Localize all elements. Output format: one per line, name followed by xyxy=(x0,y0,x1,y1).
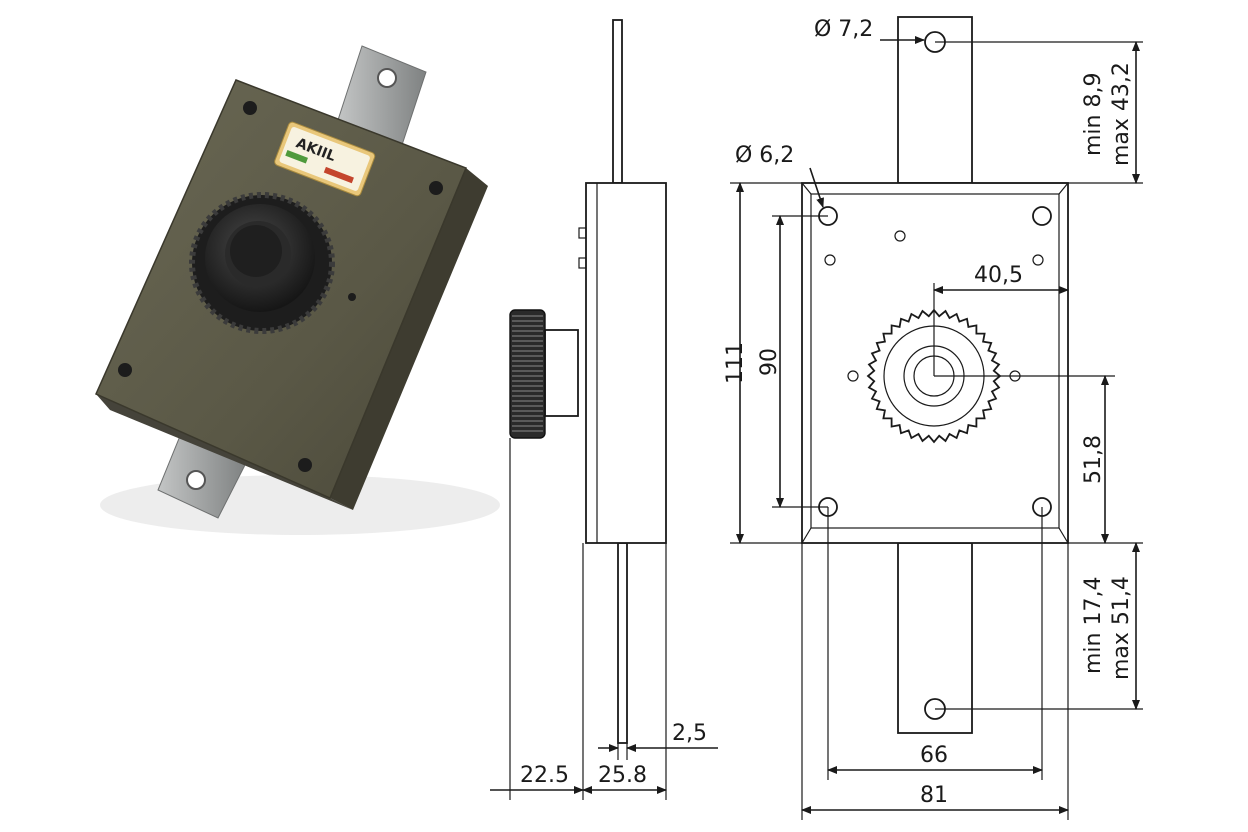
side-bolt-bottom xyxy=(617,542,628,744)
small-pin-icon xyxy=(348,293,356,301)
dim-bolt-thickness: 2,5 xyxy=(672,721,707,746)
side-view-drawing: 22.5 25.8 2,5 xyxy=(490,19,718,800)
lock-photo: AKIIL xyxy=(95,45,500,535)
side-knob xyxy=(509,309,546,439)
screw-icon xyxy=(243,101,257,115)
top-plate-hole xyxy=(377,68,397,88)
cylinder-knob xyxy=(189,192,335,334)
dim-width-total: 81 xyxy=(920,783,948,808)
front-view-drawing: Ø 7,2 Ø 6,2 min 8,9 max 43,2 40,5 111 90… xyxy=(723,16,1143,820)
side-bolt-top xyxy=(612,19,623,184)
dim-height-holes: 90 xyxy=(757,348,782,376)
screw-icon xyxy=(429,181,443,195)
side-body xyxy=(585,182,667,544)
dim-body-depth: 25.8 xyxy=(598,763,647,788)
corner-hole xyxy=(1032,206,1052,226)
screw-icon xyxy=(118,363,132,377)
dim-cylinder-offset-x: 40,5 xyxy=(974,263,1023,288)
dim-holes-width: 66 xyxy=(920,743,948,768)
brand-label: AKIIL xyxy=(274,121,376,197)
dim-cylinder-offset-y: 51,8 xyxy=(1081,435,1106,484)
dim-top-hole-dia: Ø 7,2 xyxy=(814,17,873,42)
dim-bolt-bottom-min: min 17,4 xyxy=(1081,577,1106,674)
dim-height-total: 111 xyxy=(723,342,748,384)
screw-icon xyxy=(298,458,312,472)
dim-bolt-top-min: min 8,9 xyxy=(1081,73,1106,156)
dim-bolt-bottom-max: max 51,4 xyxy=(1109,576,1134,680)
bottom-plate-hole xyxy=(186,470,206,490)
dim-corner-hole-dia: Ø 6,2 xyxy=(735,143,794,168)
dim-bolt-top-max: max 43,2 xyxy=(1109,62,1134,166)
side-cylinder-housing xyxy=(544,329,579,417)
dim-knob-depth: 22.5 xyxy=(520,763,569,788)
lock-body-side xyxy=(330,168,488,510)
